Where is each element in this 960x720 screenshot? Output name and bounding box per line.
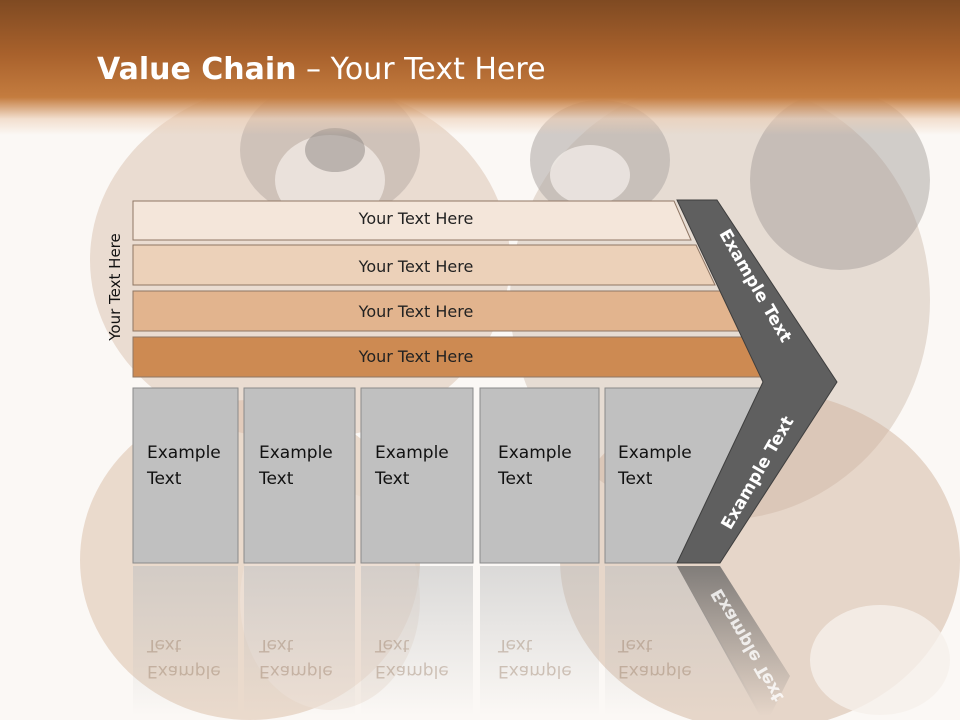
slide-title: Value Chain – Your Text Here — [97, 52, 546, 87]
title-rest: – Your Text Here — [296, 52, 546, 87]
support-row-4-label: Your Text Here — [358, 347, 474, 366]
support-row-2 — [132, 244, 716, 286]
primary-box-1 — [132, 387, 239, 564]
support-row-1 — [132, 200, 692, 241]
support-row-1-label: Your Text Here — [358, 209, 474, 228]
support-row-2-label: Your Text Here — [358, 257, 474, 276]
primary-box-2 — [243, 387, 356, 564]
margin-chevron — [676, 199, 838, 564]
title-bold: Value Chain — [97, 52, 297, 87]
title-bar — [0, 0, 960, 135]
support-row-3-label: Your Text Here — [358, 302, 474, 321]
primary-box-4 — [479, 387, 600, 564]
primary-box-3 — [360, 387, 474, 564]
